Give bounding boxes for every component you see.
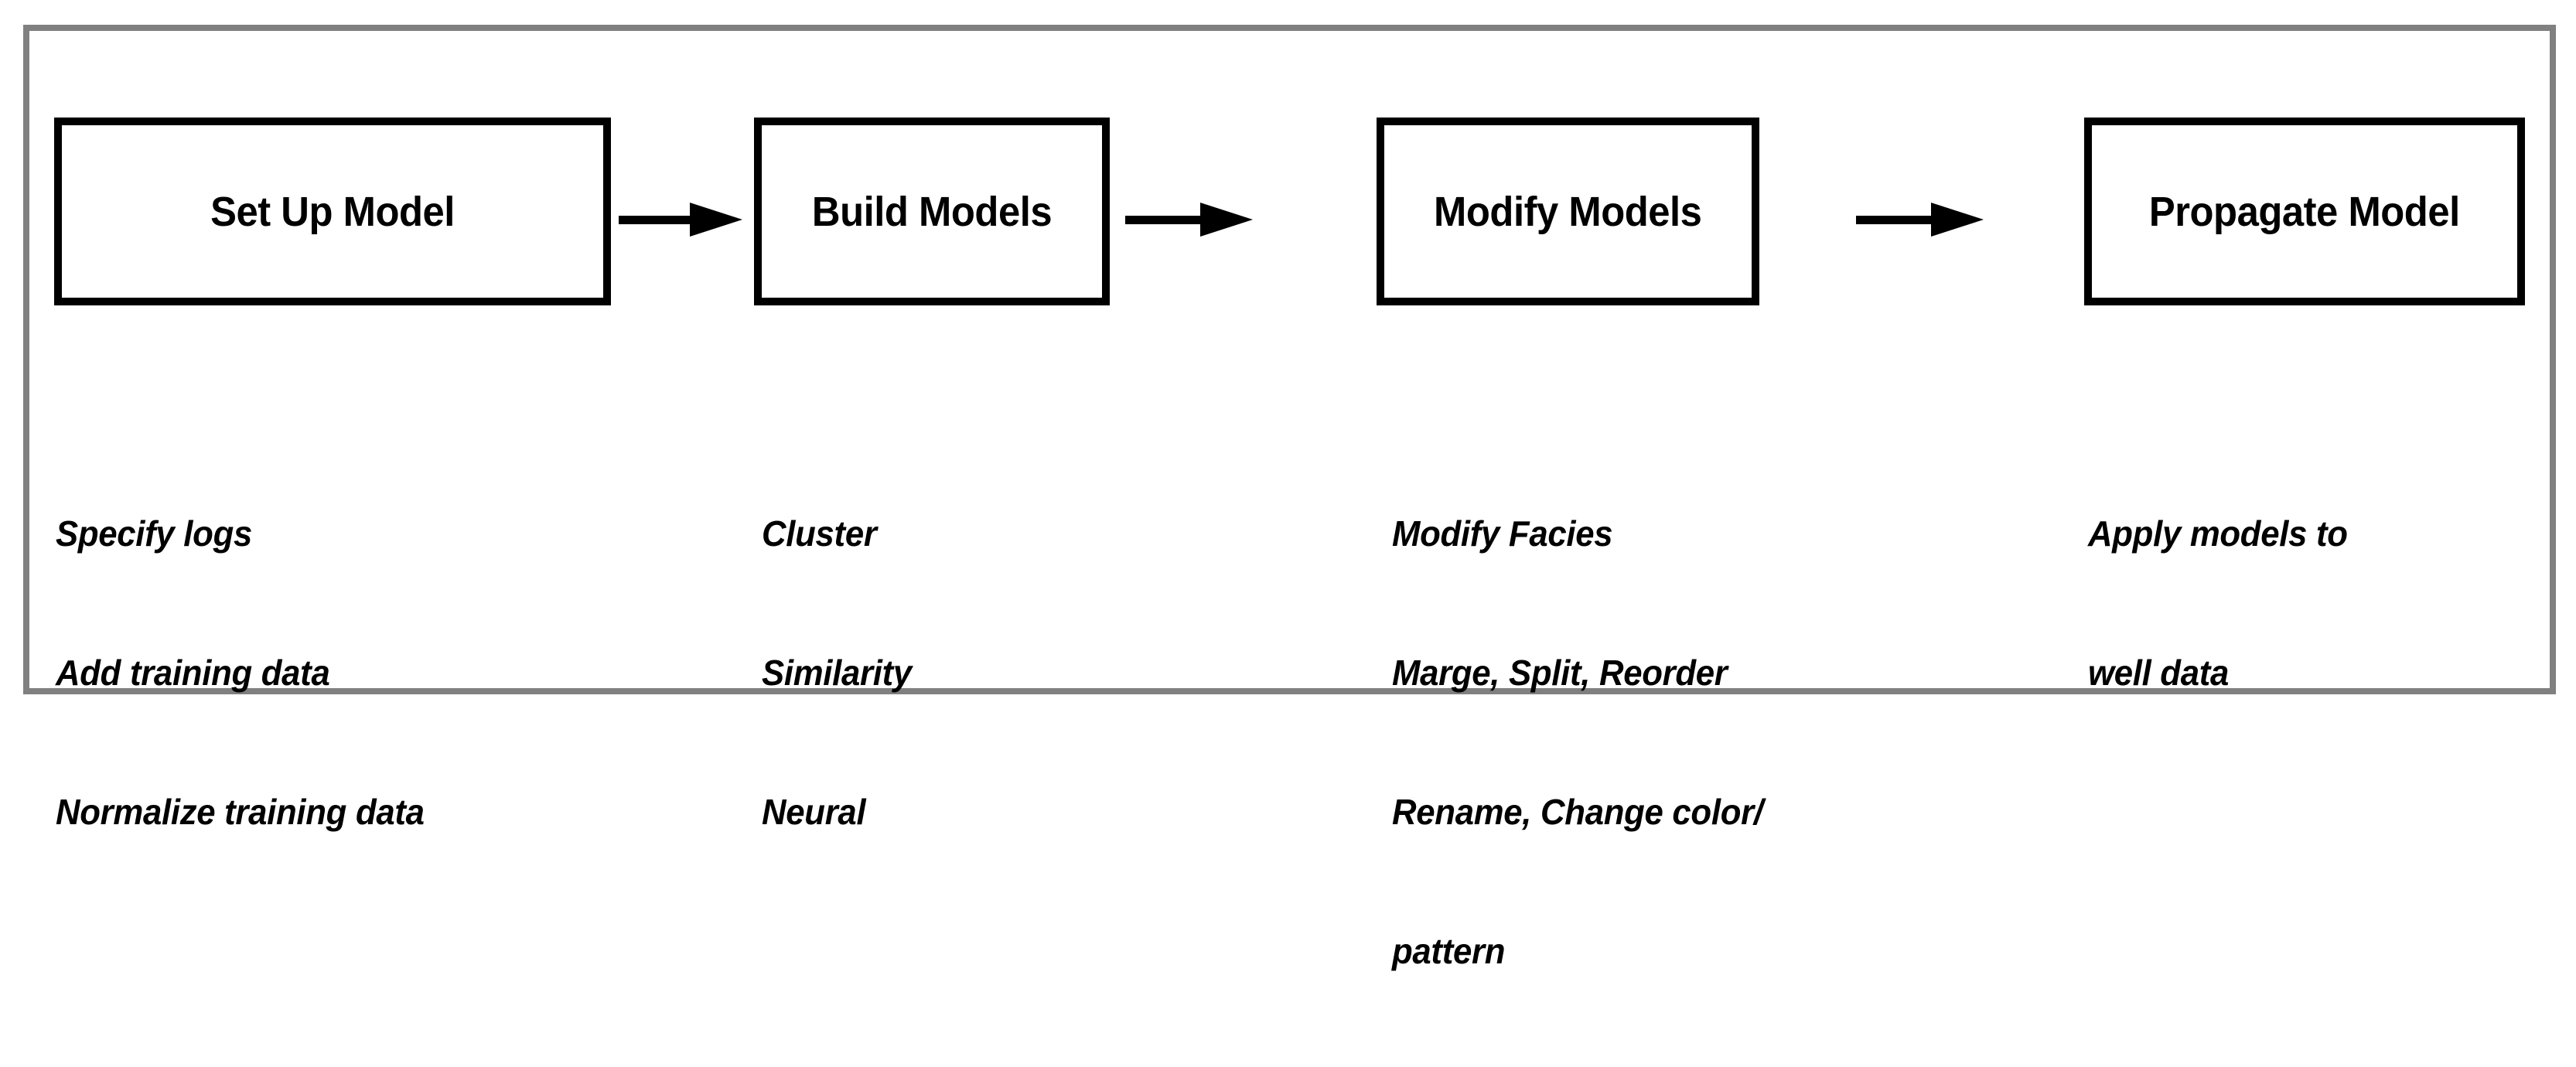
process-box-modify-models[interactable]: Modify Models	[1377, 118, 1759, 305]
caption-line: Add training data	[56, 653, 330, 693]
caption-modify-models: Modify Facies Marge, Split, Reorder Rena…	[1392, 418, 1763, 1067]
process-box-label: Set Up Model	[210, 188, 455, 235]
process-box-label: Modify Models	[1434, 188, 1702, 235]
arrow-shaft	[619, 216, 696, 224]
caption-propagate-model: Apply models to well data	[2088, 418, 2348, 789]
arrow-shaft	[1125, 216, 1206, 224]
caption-line: Cluster	[762, 513, 877, 554]
caption-line: Similarity	[762, 653, 912, 693]
caption-line: Rename, Change color/	[1392, 792, 1763, 832]
arrow-right-icon-2	[1125, 203, 1253, 237]
process-flow-diagram: Set Up Model Build Models Modify Models …	[23, 25, 2556, 971]
caption-line: well data	[2088, 653, 2230, 693]
caption-line: Normalize training data	[56, 792, 425, 832]
process-box-label: Propagate Model	[2149, 188, 2460, 235]
caption-line: pattern	[1392, 931, 1506, 971]
caption-line: Specify logs	[56, 513, 253, 554]
arrow-shaft	[1856, 216, 1937, 224]
arrow-right-icon-3	[1856, 203, 1984, 237]
arrow-right-icon-1	[619, 203, 742, 237]
process-box-label: Build Models	[811, 188, 1053, 235]
process-box-propagate-model[interactable]: Propagate Model	[2084, 118, 2525, 305]
process-box-set-up-model[interactable]: Set Up Model	[54, 118, 611, 305]
caption-build-models: Cluster Similarity Neural	[762, 418, 912, 928]
arrow-head	[1931, 203, 1984, 237]
caption-line: Neural	[762, 792, 866, 832]
process-box-build-models[interactable]: Build Models	[754, 118, 1110, 305]
caption-set-up-model: Specify logs Add training data Normalize…	[56, 418, 425, 928]
caption-line: Apply models to	[2088, 513, 2348, 554]
arrow-head	[690, 203, 742, 237]
arrow-head	[1200, 203, 1253, 237]
caption-line: Modify Facies	[1392, 513, 1613, 554]
caption-line: Marge, Split, Reorder	[1392, 653, 1728, 693]
